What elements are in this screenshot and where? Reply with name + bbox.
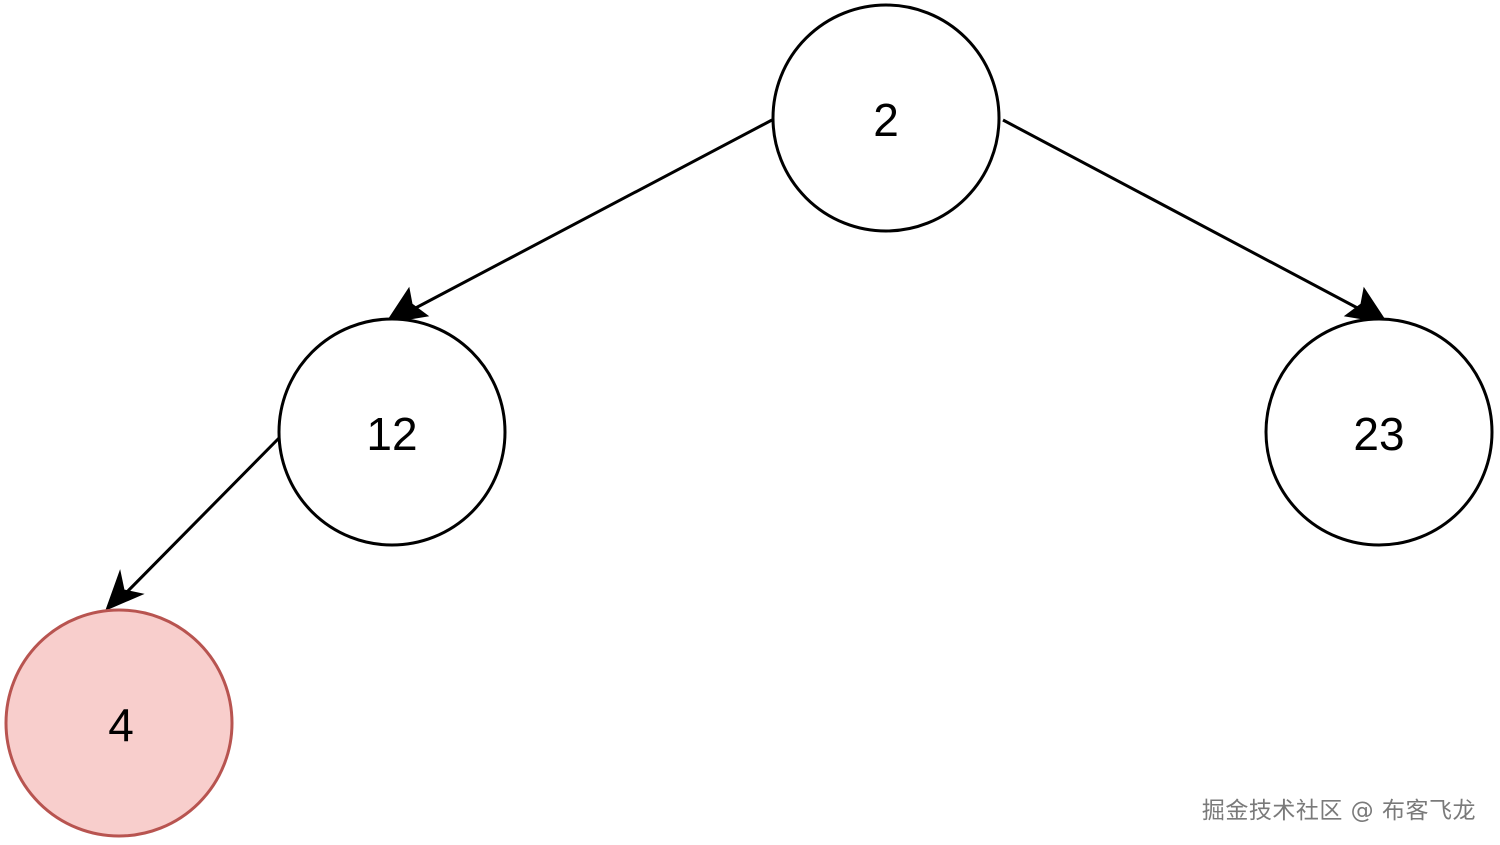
tree-node-23: 23: [1264, 317, 1494, 547]
node-label: 2: [873, 94, 899, 146]
watermark-text: 掘金技术社区 @ 布客飞龙: [1201, 798, 1476, 824]
edge-2-to-12: [384, 118, 773, 324]
arrowhead-icon: [1343, 286, 1389, 324]
arrowhead-icon: [384, 286, 430, 324]
edge-12-to-4: [105, 432, 285, 611]
node-label: 4: [108, 699, 134, 751]
node-label: 12: [366, 408, 417, 460]
arrowhead-icon: [105, 569, 145, 611]
edge-2-to-23: [1002, 118, 1389, 324]
tree-node-2: 2: [771, 3, 1001, 233]
tree-node-4: 4: [4, 608, 234, 838]
node-label: 23: [1353, 408, 1404, 460]
tree-node-12: 12: [277, 317, 507, 547]
